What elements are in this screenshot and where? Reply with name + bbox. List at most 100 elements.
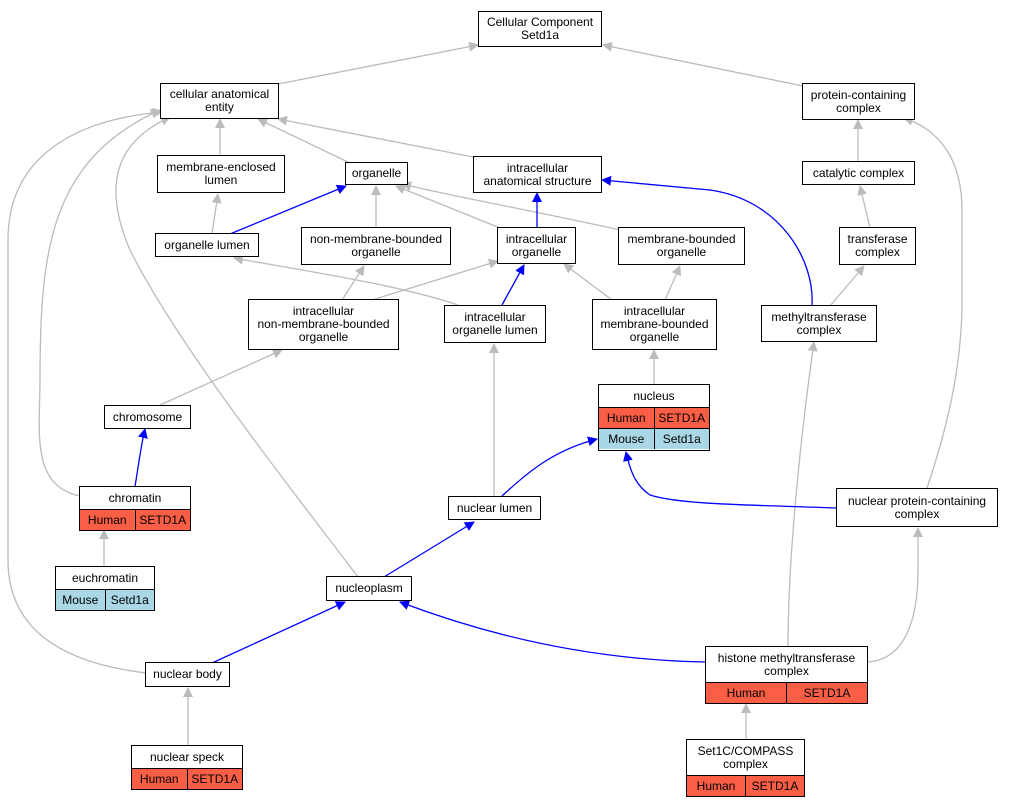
node-intracellular-non-membrane-bounded-organelle-label: intracellular non-membrane-bounded organ…: [257, 304, 390, 344]
edge-organelle-lumen-to-organelle: [229, 184, 347, 235]
node-nuclear-body-label: nuclear body: [153, 667, 222, 681]
chromatin-human-species: Human: [80, 510, 135, 530]
chromatin-human-gene: SETD1A: [134, 510, 190, 530]
edge-nuclear-body-to-cellular-entity: [7, 107, 163, 674]
edge-nuclear-lumen-to-nucleus: [501, 436, 598, 497]
node-histone-methyltransferase-complex-label: histone methyltransferase complex: [717, 650, 856, 678]
edge-transferase-complex-to-catalytic-complex: [857, 185, 871, 229]
node-membrane-enclosed-lumen[interactable]: membrane-enclosed lumen: [157, 155, 285, 193]
node-nuclear-speck[interactable]: nuclear speck Human SETD1A: [131, 745, 243, 790]
edge-chromatin-to-cellular-entity: [38, 109, 161, 497]
node-membrane-bounded-organelle-label: membrane-bounded organelle: [627, 232, 736, 259]
edge-nuclear-protein-complex-to-nucleus: [623, 451, 837, 509]
node-cellular-anatomical-entity[interactable]: cellular anatomical entity: [160, 83, 279, 119]
edge-membrane-bounded-organelle-to-organelle: [401, 181, 621, 231]
node-intracellular-organelle-lumen-label: intracellular organelle lumen: [452, 310, 538, 337]
node-transferase-complex-label: transferase complex: [847, 232, 908, 259]
edge-intracellular-mb-organelle-to-membrane-bounded-organelle: [664, 265, 681, 301]
node-transferase-complex[interactable]: transferase complex: [839, 227, 916, 265]
node-nucleoplasm[interactable]: nucleoplasm: [326, 576, 412, 601]
node-set1c-compass-complex[interactable]: Set1C/COMPASS complex Human SETD1A: [686, 739, 805, 797]
node-euchromatin-label: euchromatin: [71, 570, 139, 585]
node-protein-containing-complex-label: protein-containing complex: [810, 87, 907, 115]
euchromatin-mouse-gene: Setd1a: [104, 590, 154, 610]
node-non-membrane-bounded-organelle[interactable]: non-membrane-bounded organelle: [301, 227, 451, 265]
nucleus-human-gene: SETD1A: [653, 408, 709, 428]
edge-methyltransferase-complex-to-intracellular-structure: [601, 175, 813, 307]
edge-histone-mt-complex-to-nucleoplasm: [399, 600, 706, 663]
edge-chromatin-to-chromosome: [134, 428, 148, 487]
node-nucleus[interactable]: nucleus Human SETD1A Mouse Setd1a: [598, 384, 710, 451]
edge-nuclear-body-to-nucleoplasm: [211, 601, 346, 664]
node-intracellular-non-membrane-bounded-organelle[interactable]: intracellular non-membrane-bounded organ…: [248, 299, 399, 350]
edge-organelle-lumen-to-membrane-enclosed-lumen: [211, 193, 222, 234]
node-catalytic-complex[interactable]: catalytic complex: [802, 161, 915, 185]
node-chromosome[interactable]: chromosome: [104, 405, 191, 429]
node-root-label: Cellular Component Setd1a: [486, 15, 594, 42]
edge-cellular-entity-to-root: [277, 41, 479, 85]
node-intracellular-membrane-bounded-organelle-label: intracellular membrane-bounded organelle: [600, 304, 709, 344]
nuclear-speck-human-row: Human SETD1A: [132, 768, 242, 789]
node-nuclear-protein-containing-complex[interactable]: nuclear protein-containing complex: [836, 488, 998, 527]
edge-intracellular-organelle-lumen-to-intracellular-organelle: [501, 264, 525, 306]
node-organelle-label: organelle: [351, 166, 402, 180]
euchromatin-mouse-species: Mouse: [56, 590, 105, 610]
edge-histone-mt-complex-to-nuclear-protein-complex: [866, 527, 923, 663]
chromatin-human-row: Human SETD1A: [80, 509, 190, 530]
node-catalytic-complex-label: catalytic complex: [812, 165, 905, 180]
node-non-membrane-bounded-organelle-label: non-membrane-bounded organelle: [309, 232, 443, 259]
edge-intracellular-mb-organelle-to-intracellular-organelle: [563, 263, 613, 301]
node-membrane-enclosed-lumen-label: membrane-enclosed lumen: [166, 160, 276, 187]
node-intracellular-anatomical-structure[interactable]: intracellular anatomical structure: [473, 156, 602, 193]
histone-mt-complex-human-species: Human: [706, 683, 786, 703]
node-nuclear-body[interactable]: nuclear body: [145, 662, 230, 687]
edge-chromosome-to-intracellular-nmb-organelle: [159, 349, 283, 406]
node-methyltransferase-complex-label: methyltransferase complex: [771, 309, 867, 337]
node-intracellular-anatomical-structure-label: intracellular anatomical structure: [483, 160, 592, 188]
node-nucleoplasm-label: nucleoplasm: [335, 581, 403, 595]
edge-intracellular-nmb-organelle-to-non-membrane-organelle: [341, 265, 365, 301]
nucleus-human-species: Human: [599, 408, 654, 428]
node-intracellular-organelle[interactable]: intracellular organelle: [497, 227, 576, 264]
node-set1c-compass-complex-label: Set1C/COMPASS complex: [697, 743, 794, 771]
edge-intracellular-nmb-organelle-to-intracellular-organelle: [371, 258, 499, 301]
set1c-compass-human-species: Human: [687, 776, 745, 796]
nucleus-mouse-species: Mouse: [599, 429, 654, 449]
node-methyltransferase-complex[interactable]: methyltransferase complex: [761, 305, 877, 342]
nucleus-mouse-row: Mouse Setd1a: [599, 428, 709, 449]
node-membrane-bounded-organelle[interactable]: membrane-bounded organelle: [618, 227, 745, 265]
node-histone-methyltransferase-complex[interactable]: histone methyltransferase complex Human …: [705, 646, 868, 704]
edge-nucleoplasm-to-cellular-entity: [115, 116, 359, 578]
node-organelle-lumen-label: organelle lumen: [164, 237, 250, 252]
node-cellular-anatomical-entity-label: cellular anatomical entity: [169, 87, 270, 114]
node-nuclear-speck-label: nuclear speck: [149, 749, 225, 764]
edge-methyltransferase-complex-to-transferase-complex: [829, 265, 865, 307]
node-intracellular-organelle-lumen[interactable]: intracellular organelle lumen: [444, 305, 546, 343]
node-intracellular-membrane-bounded-organelle[interactable]: intracellular membrane-bounded organelle: [592, 299, 717, 350]
edge-intracellular-organelle-lumen-to-organelle-lumen: [233, 254, 459, 306]
node-nuclear-lumen[interactable]: nuclear lumen: [448, 496, 541, 520]
node-nuclear-protein-containing-complex-label: nuclear protein-containing complex: [847, 493, 987, 521]
edge-intracellular-structure-to-cellular-entity: [277, 115, 479, 159]
node-chromatin[interactable]: chromatin Human SETD1A: [79, 486, 191, 531]
edge-intracellular-organelle-to-organelle: [395, 184, 501, 229]
nuclear-speck-human-gene: SETD1A: [186, 769, 242, 789]
node-organelle-lumen[interactable]: organelle lumen: [155, 233, 259, 257]
node-euchromatin[interactable]: euchromatin Mouse Setd1a: [55, 566, 155, 611]
node-organelle[interactable]: organelle: [345, 162, 408, 185]
set1c-compass-human-row: Human SETD1A: [687, 775, 804, 796]
edge-protein-complex-to-root: [602, 41, 804, 87]
edge-organelle-to-cellular-entity: [257, 118, 351, 164]
node-root[interactable]: Cellular Component Setd1a: [478, 11, 602, 47]
node-chromatin-label: chromatin: [108, 490, 162, 505]
histone-mt-complex-human-gene: SETD1A: [786, 683, 867, 703]
euchromatin-mouse-row: Mouse Setd1a: [56, 589, 154, 610]
edge-nucleoplasm-to-nuclear-lumen: [383, 521, 475, 578]
node-protein-containing-complex[interactable]: protein-containing complex: [802, 83, 915, 120]
node-nuclear-lumen-label: nuclear lumen: [456, 500, 533, 515]
node-nucleus-label: nucleus: [633, 388, 675, 403]
edge-nuclear-protein-complex-to-protein-complex: [903, 116, 963, 489]
nuclear-speck-human-species: Human: [132, 769, 187, 789]
